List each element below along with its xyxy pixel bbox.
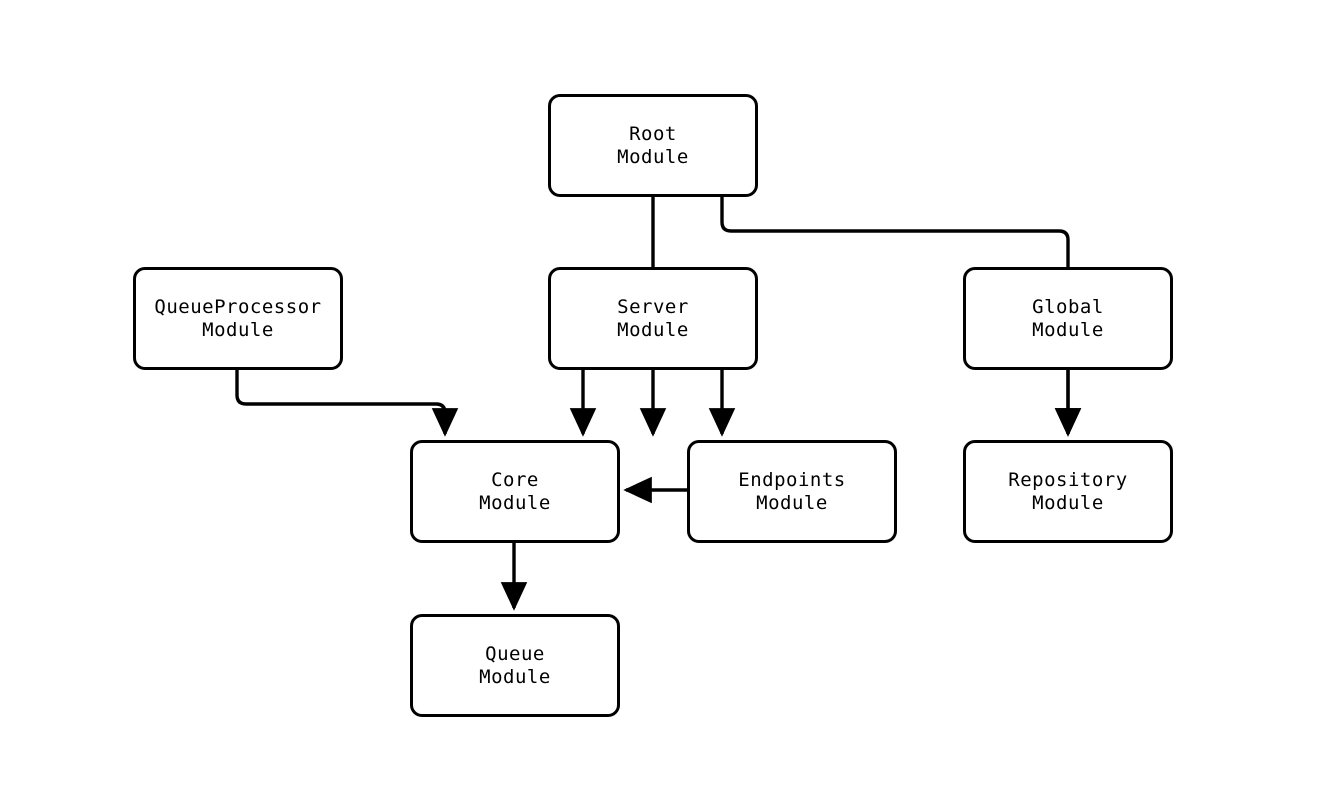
node-core-title: Core <box>491 468 539 491</box>
node-queueprocessor-subtitle: Module <box>202 318 274 341</box>
node-global-subtitle: Module <box>1032 318 1104 341</box>
node-global-title: Global <box>1032 295 1104 318</box>
node-repository-title: Repository <box>1008 468 1128 491</box>
node-queue-title: Queue <box>485 642 545 665</box>
node-endpoints[interactable]: Endpoints Module <box>687 440 897 543</box>
edge-queueprocessor-to-core <box>235 370 459 437</box>
node-endpoints-title: Endpoints <box>738 468 846 491</box>
node-queueprocessor-title: QueueProcessor <box>154 295 322 318</box>
node-repository-subtitle: Module <box>1032 491 1104 514</box>
node-queueprocessor[interactable]: QueueProcessor Module <box>133 267 343 370</box>
node-endpoints-subtitle: Module <box>756 491 828 514</box>
node-root-title: Root <box>629 122 677 145</box>
node-queue-subtitle: Module <box>479 665 551 688</box>
node-root[interactable]: Root Module <box>548 94 758 197</box>
node-global[interactable]: Global Module <box>963 267 1173 370</box>
node-queue[interactable]: Queue Module <box>410 614 620 717</box>
node-repository[interactable]: Repository Module <box>963 440 1173 543</box>
node-core[interactable]: Core Module <box>410 440 620 543</box>
node-root-subtitle: Module <box>617 145 689 168</box>
node-server-subtitle: Module <box>617 318 689 341</box>
node-server[interactable]: Server Module <box>548 267 758 370</box>
node-server-title: Server <box>617 295 689 318</box>
node-core-subtitle: Module <box>479 491 551 514</box>
